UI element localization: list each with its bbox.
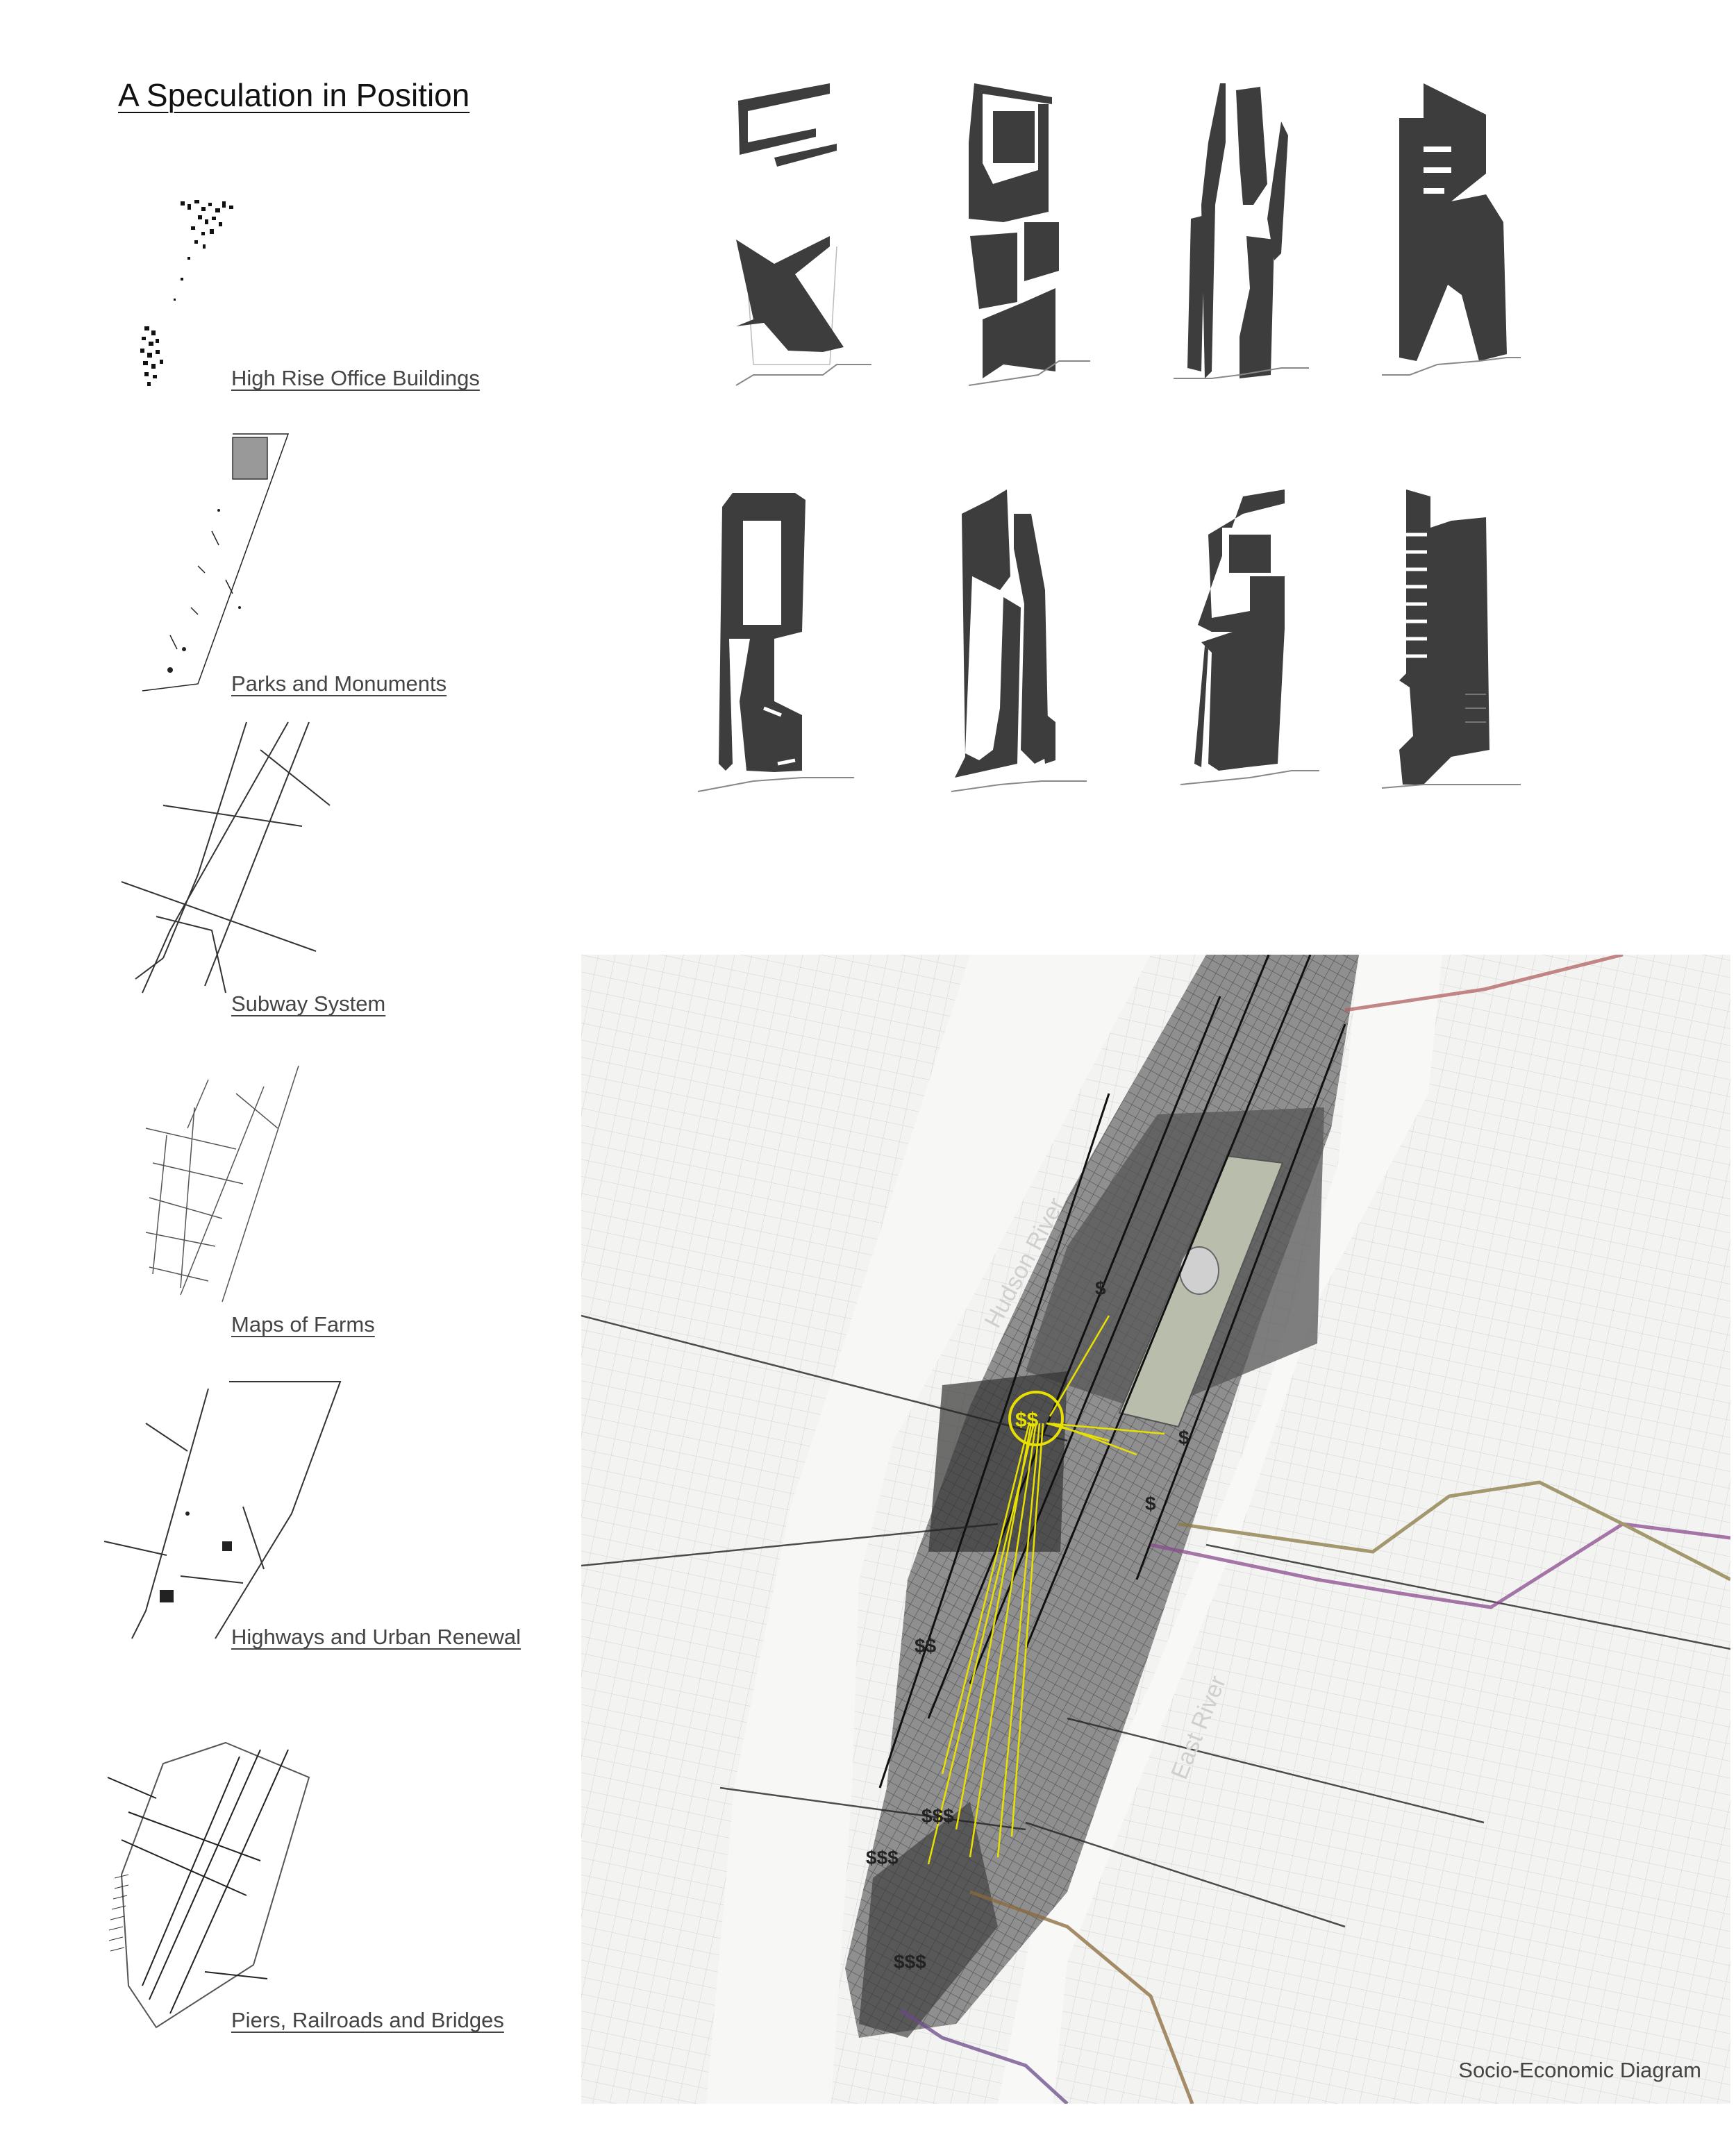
tower-elevation-5 xyxy=(697,493,854,792)
tower-elevation-8 xyxy=(1381,489,1521,789)
layer-label-office: High Rise Office Buildings xyxy=(231,366,480,390)
tower-elevation-3 xyxy=(1174,83,1309,379)
money-marker: $$$ xyxy=(866,1847,899,1868)
money-marker: $ xyxy=(1145,1493,1156,1514)
tower-elevation-2 xyxy=(968,83,1090,386)
money-marker: $$ xyxy=(915,1635,937,1657)
layer-label-parks: Parks and Monuments xyxy=(231,671,447,696)
layer-label-subway: Subway System xyxy=(231,991,386,1016)
office-buildings-map-icon xyxy=(140,200,233,386)
page-title: A Speculation in Position xyxy=(118,77,470,113)
socio-economic-map: Hudson River East River $ $ $ $$ $$ $$$ … xyxy=(581,955,1730,2104)
layer-label-farms: Maps of Farms xyxy=(231,1312,375,1337)
layer-label-piers: Piers, Railroads and Bridges xyxy=(231,2008,504,2032)
piers-map-icon xyxy=(107,1741,310,2029)
tower-elevation-6 xyxy=(951,489,1087,792)
tower-elevation-7 xyxy=(1180,489,1319,785)
parks-map-icon xyxy=(142,433,290,692)
money-marker: $ xyxy=(1178,1427,1190,1448)
highways-map-icon xyxy=(103,1381,342,1639)
tower-elevation-4 xyxy=(1382,83,1521,376)
farms-map-icon xyxy=(145,1065,299,1303)
money-marker: $$$ xyxy=(894,1951,926,1973)
money-marker: $ xyxy=(1095,1278,1106,1299)
tower-elevation-1 xyxy=(735,83,871,386)
layer-label-highways: Highways and Urban Renewal xyxy=(231,1625,521,1649)
highlight-money-marker: $$ xyxy=(1015,1409,1039,1432)
money-marker: $$$ xyxy=(921,1805,954,1827)
subway-map-icon xyxy=(121,721,331,994)
map-caption: Socio-Economic Diagram xyxy=(1458,2058,1701,2082)
